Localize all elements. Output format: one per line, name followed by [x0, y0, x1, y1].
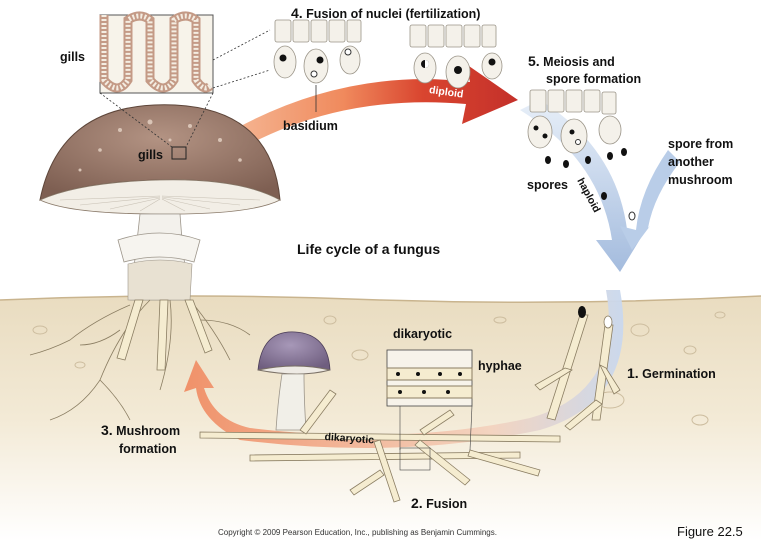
step-2-number: 2. — [411, 495, 423, 511]
step-1-number: 1. — [627, 365, 639, 381]
label-basidium: basidium — [283, 119, 338, 134]
basidium-cells-diploid — [410, 25, 502, 88]
soil-layer — [0, 296, 761, 541]
step-2-text: Fusion — [426, 497, 467, 511]
label-step-2: 2. Fusion — [411, 496, 467, 512]
step-3-text-line1: Mushroom — [116, 424, 180, 438]
label-gills-inset: gills — [60, 50, 85, 65]
label-spore-other-line2: another — [668, 155, 714, 170]
step-1-text: Germination — [642, 367, 716, 381]
step-5-number: 5. — [528, 53, 540, 69]
step-5-text-line2: spore formation — [546, 72, 641, 87]
diagram-title: Life cycle of a fungus — [297, 241, 440, 257]
label-spore-other-line3: mushroom — [668, 173, 733, 188]
label-step-1: 1. Germination — [627, 366, 716, 382]
label-step-4: 4. Fusion of nuclei (fertilization) — [291, 6, 480, 22]
copyright-notice: Copyright © 2009 Pearson Education, Inc.… — [218, 528, 497, 537]
label-gills-cap: gills — [138, 148, 163, 163]
figure-number: Figure 22.5 — [677, 524, 743, 539]
label-step-5: 5. Meiosis and — [528, 54, 615, 70]
label-dikaryotic-hyphae: dikaryotic — [393, 327, 452, 342]
label-hyphae: hyphae — [478, 359, 522, 374]
step-3-number: 3. — [101, 422, 113, 438]
step-3-text-line2: formation — [119, 442, 177, 457]
label-spore-other-line1: spore from — [668, 137, 733, 152]
label-step-3: 3. Mushroom — [101, 423, 180, 439]
step-4-number: 4. — [291, 5, 303, 21]
label-spores: spores — [527, 178, 568, 193]
large-mushroom — [40, 105, 280, 300]
step-5-text-line1: Meiosis and — [543, 55, 615, 69]
step-4-text: Fusion of nuclei (fertilization) — [306, 7, 480, 21]
